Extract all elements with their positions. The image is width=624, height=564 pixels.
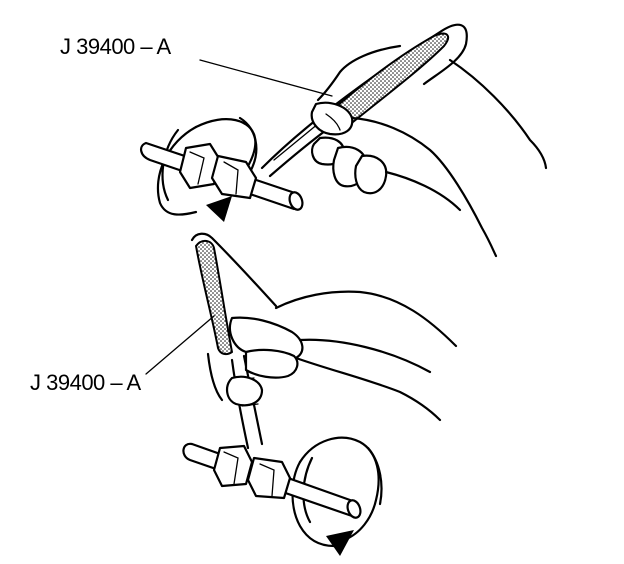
bottom-rotation-wheel xyxy=(291,436,383,548)
rotation-arrow-icon xyxy=(326,530,354,556)
top-fitting-nuts xyxy=(178,142,258,200)
bottom-callout-leader xyxy=(145,315,215,375)
top-tool xyxy=(260,23,468,178)
tool-callout-top: J 39400 – A xyxy=(60,34,171,59)
bottom-hand xyxy=(206,290,458,422)
top-callout-leader xyxy=(199,59,333,97)
bottom-fitting-nuts xyxy=(212,444,292,500)
top-hand xyxy=(310,44,548,258)
tool-callout-bottom: J 39400 – A xyxy=(30,370,141,395)
rotation-arrow-icon xyxy=(206,196,232,222)
top-assembly xyxy=(140,23,548,258)
bottom-assembly xyxy=(145,232,458,556)
